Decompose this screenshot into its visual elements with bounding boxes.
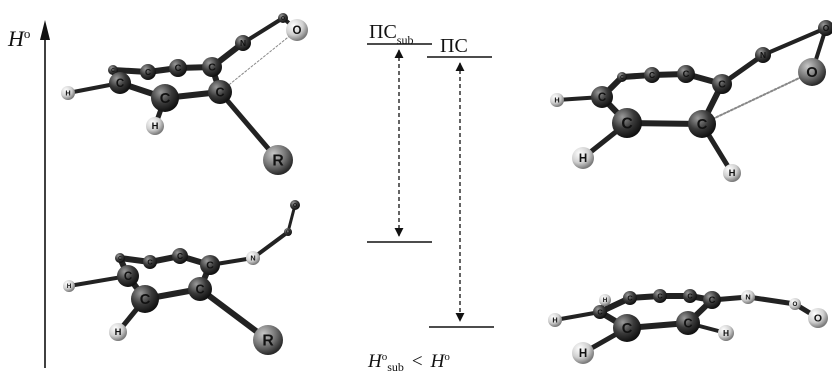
hydrogen-label: H	[554, 96, 559, 105]
nitrogen-label: N	[240, 38, 246, 48]
carbon-label: C	[627, 294, 633, 303]
oxygen-label: O	[814, 313, 822, 325]
hydrogen-label: H	[729, 168, 736, 179]
oxygen-label: O	[806, 65, 817, 81]
carbon-label: C	[145, 67, 151, 77]
oxygen-label: O	[793, 301, 798, 308]
enthalpy-comparison: Hosub<Ho	[367, 351, 450, 373]
carbon-label: C	[111, 68, 115, 74]
hydrogen-label: H	[603, 297, 608, 304]
carbon-label: C	[175, 63, 182, 74]
bond	[748, 297, 795, 304]
carbon-label: C	[718, 79, 726, 91]
carbon-label: C	[657, 292, 663, 301]
carbon-label: C	[147, 258, 153, 267]
bond	[763, 28, 826, 55]
hydrogen-label: H	[723, 328, 729, 338]
carbon-label: C	[620, 75, 624, 81]
substituent-label: R	[262, 332, 274, 349]
carbon-label: C	[140, 292, 151, 308]
nitrogen-label: N	[760, 50, 766, 60]
hydrogen-label: H	[579, 348, 587, 360]
forming-bond	[220, 30, 297, 92]
carbon-label: C	[116, 78, 125, 90]
oxygen-label: O	[293, 25, 302, 37]
carbon-label: C	[598, 92, 607, 104]
oxygen-label: O	[286, 229, 290, 235]
molecule-ts-unsubstituted: C C C C C C C H H H N O O	[550, 20, 832, 182]
carbon-label: C	[206, 260, 214, 272]
carbon-label: C	[649, 70, 655, 80]
carbon-label: C	[683, 316, 692, 330]
carbon-label: C	[177, 251, 183, 261]
hydrogen-label: H	[65, 89, 70, 98]
hydrogen-label: H	[152, 121, 159, 132]
hydrogen-label: H	[115, 327, 122, 338]
substituent-label: R	[272, 152, 284, 169]
carbon-label: C	[195, 282, 204, 296]
nitrogen-label: N	[745, 293, 750, 302]
energy-axis-label: Ho	[7, 26, 30, 51]
carbon-label: C	[597, 308, 603, 317]
nitrogen-label: N	[250, 254, 255, 263]
oxygen-label: O	[823, 23, 830, 33]
carbon-label: C	[687, 292, 693, 301]
carbon-label: C	[622, 321, 633, 337]
carbon-label: C	[118, 256, 122, 262]
molecule-reactant-unsubstituted: CCCCCCCHHHNOOH	[548, 289, 828, 364]
carbon-label: C	[208, 62, 216, 74]
ts-sub-label: ПСsub	[369, 21, 413, 47]
energy-axis-arrowhead	[40, 20, 50, 40]
oxygen-label: O	[293, 203, 297, 209]
carbon-label: C	[621, 115, 632, 132]
hydrogen-label: H	[552, 316, 557, 325]
carbon-label: C	[215, 85, 224, 99]
carbon-label: C	[683, 69, 690, 80]
carbon-label: C	[697, 117, 708, 133]
carbon-label: C	[124, 271, 133, 283]
oxygen-label: O	[281, 16, 285, 22]
carbon-label: C	[160, 91, 171, 107]
hydrogen-label: H	[67, 283, 72, 290]
hydrogen-label: H	[579, 153, 587, 165]
ts-label: ПС	[440, 35, 468, 57]
carbon-label: C	[709, 295, 716, 306]
